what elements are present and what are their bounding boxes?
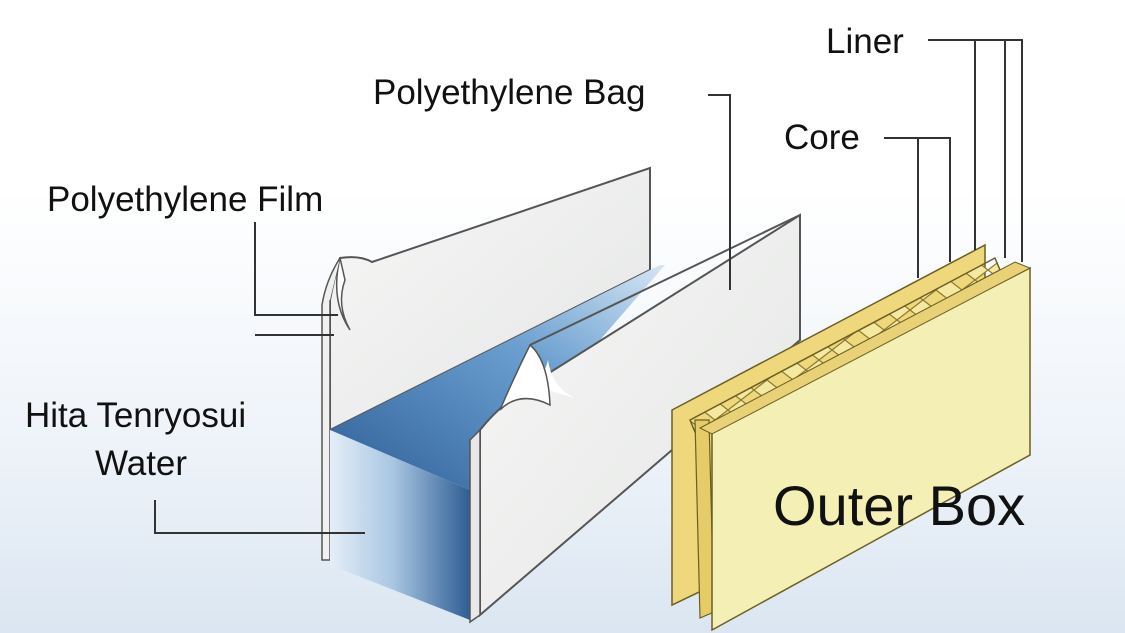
polyethylene-bag-label: Polyethylene Bag [373, 73, 646, 112]
leader-lines [154, 39, 1023, 534]
outer-box [671, 243, 1032, 632]
outer-box-label: Outer Box [773, 474, 1026, 537]
water-label-line2: Water [95, 444, 188, 483]
polyethylene-film-label: Polyethylene Film [47, 180, 324, 219]
core-label: Core [784, 118, 860, 157]
polyethylene-film [321, 166, 651, 561]
liner-label: Liner [826, 22, 904, 61]
water-label-line1: Hita Tenryosui [25, 396, 247, 435]
polyethylene-bag [469, 213, 801, 624]
